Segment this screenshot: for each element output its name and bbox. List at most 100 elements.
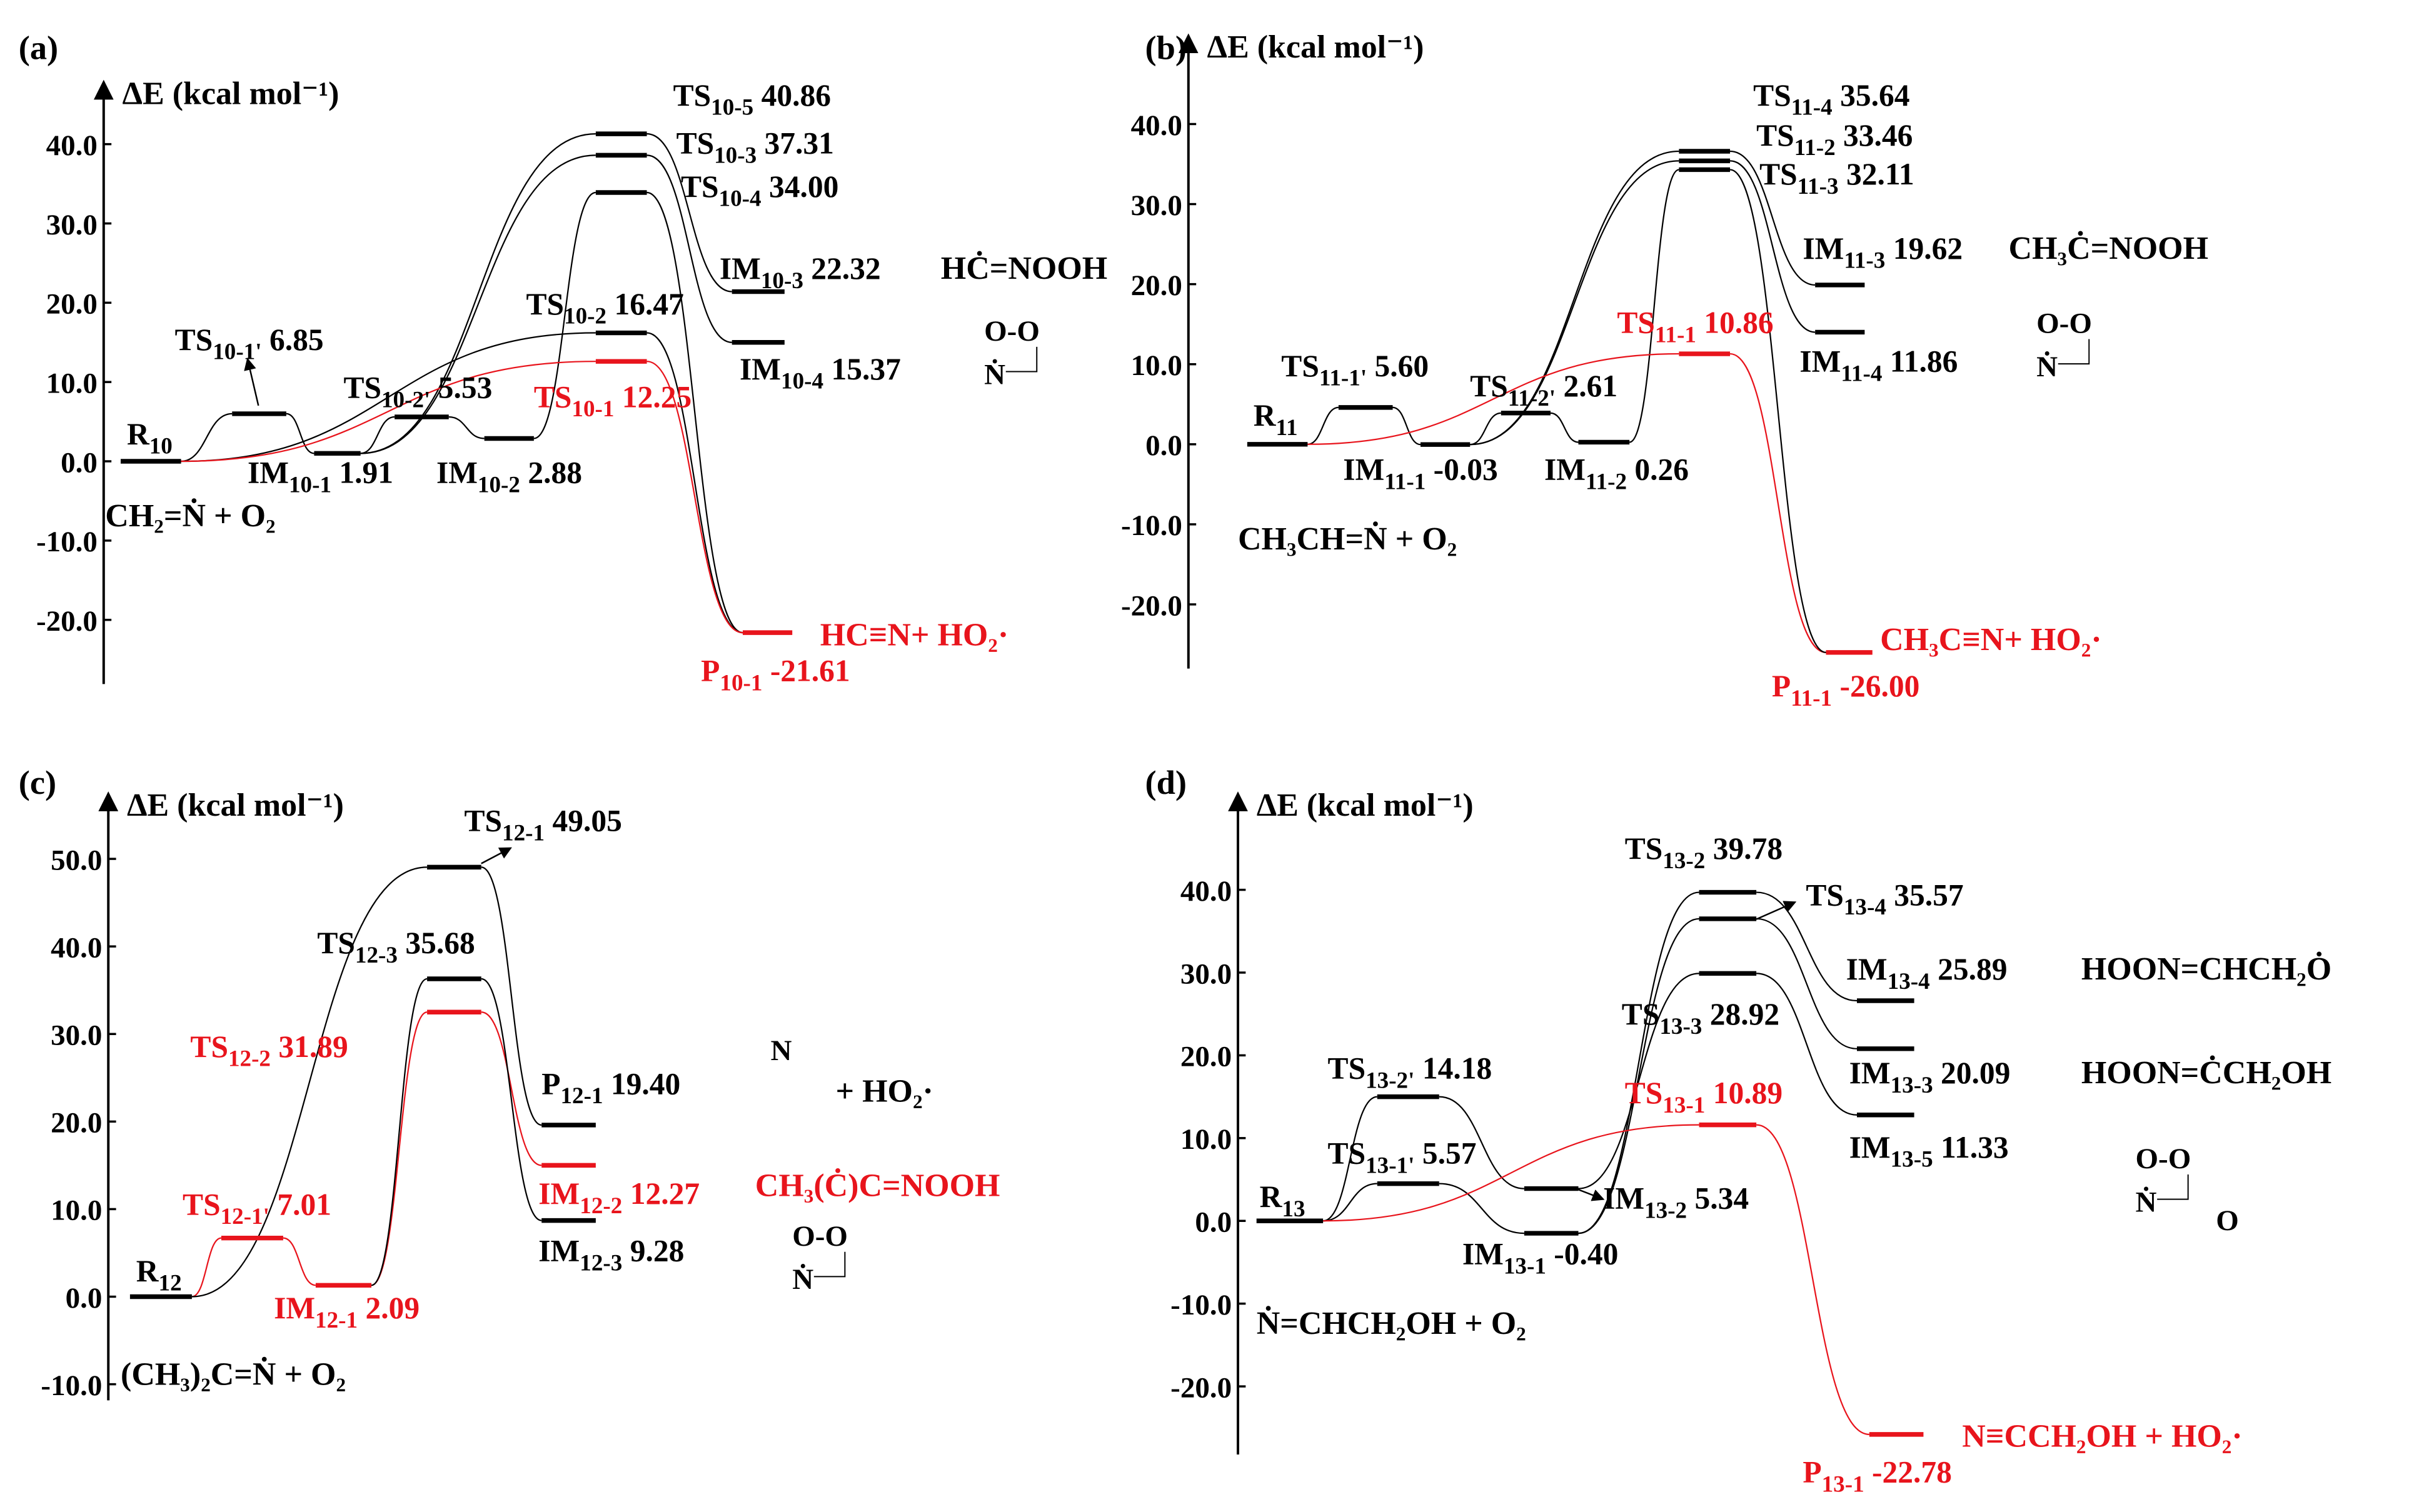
y-tick-label: 0.0 bbox=[1195, 1206, 1232, 1239]
energy-level-label: IM12-1 2.09 bbox=[274, 1291, 420, 1333]
pathway-connector bbox=[646, 191, 743, 634]
panel-d: (d) ΔE (kcal mol⁻¹) 40.0 30.0 20.0 10.0 0.0 -10… bbox=[1145, 763, 2332, 1497]
pathway-connector bbox=[1578, 973, 1699, 1189]
pointer-arrow bbox=[244, 358, 259, 406]
energy-level-label: IM11-1 -0.03 bbox=[1343, 453, 1497, 495]
pathway-connector bbox=[1756, 973, 1858, 1116]
energy-level-label: IM10-3 22.32 bbox=[720, 251, 881, 294]
y-tick-label: 30.0 bbox=[1180, 958, 1232, 990]
pathway-connector bbox=[481, 978, 542, 1221]
pathway-connector bbox=[1730, 160, 1816, 333]
energy-level-label: TS12-1' 7.01 bbox=[183, 1187, 331, 1229]
energy-level-label: IM10-4 15.37 bbox=[740, 352, 901, 394]
pathway-connector bbox=[646, 361, 743, 634]
panel-a: (a)ΔE (kcal mol⁻¹)40.030.020.010.00.0-10… bbox=[19, 29, 1107, 696]
species-label: N≡CCH₂OH + HO₂· bbox=[1962, 1419, 2242, 1454]
energy-level-label: TS13-1' 5.57 bbox=[1328, 1136, 1477, 1179]
y-tick-label: 30.0 bbox=[46, 209, 98, 241]
y-tick-label: 40.0 bbox=[1180, 875, 1232, 908]
y-tick-label: -10.0 bbox=[36, 526, 98, 558]
pathway-connector bbox=[1439, 1096, 1524, 1189]
species-label: CH₂=Ṅ + O₂ bbox=[105, 498, 275, 534]
structure-atoms-top: O-O bbox=[2036, 308, 2092, 340]
energy-level-label: TS13-4 35.57 bbox=[1806, 878, 1963, 920]
y-tick-label: 30.0 bbox=[1131, 189, 1182, 222]
y-tick-label: 40.0 bbox=[1131, 109, 1182, 142]
energy-level-label: TS10-3 37.31 bbox=[676, 126, 834, 168]
ring-structure: O-O Ṅ bbox=[984, 315, 1040, 391]
ring-structure: O-O Ṅ bbox=[2036, 308, 2092, 383]
y-tick-label: -20.0 bbox=[36, 605, 98, 638]
species-label: CH₃Ċ=NOOH bbox=[2009, 230, 2208, 266]
y-tick-label: 20.0 bbox=[1131, 269, 1182, 302]
pathway-connector bbox=[1730, 150, 1816, 286]
pathway-connector bbox=[1323, 1183, 1377, 1222]
pathway-connector bbox=[1629, 169, 1679, 443]
y-axis-title: ΔE (kcal mol⁻¹) bbox=[1257, 788, 1474, 823]
y-tick-label: 50.0 bbox=[51, 844, 102, 876]
pathway-connector bbox=[371, 978, 428, 1286]
energy-level-label: IM13-4 25.89 bbox=[1846, 952, 2008, 994]
species-label: Ṅ=CHCH₂OH + O₂ bbox=[1257, 1306, 1526, 1341]
pathway-connector bbox=[1323, 1124, 1699, 1222]
energy-level-label: IM11-3 19.62 bbox=[1803, 231, 1963, 274]
species-label: HOON=ĊCH₂OH bbox=[2081, 1054, 2331, 1091]
panel-c: (c)ΔE (kcal mol⁻¹)50.040.030.020.010.00.… bbox=[19, 763, 1000, 1402]
energy-level-label: TS13-3 28.92 bbox=[1622, 997, 1779, 1039]
energy-level-label: TS11-1' 5.60 bbox=[1281, 349, 1429, 391]
aziridine-n: N bbox=[771, 1034, 792, 1067]
structure-atom-n: Ṅ bbox=[984, 358, 1005, 391]
pathway-connector bbox=[360, 154, 596, 454]
pathway-connector bbox=[481, 1011, 542, 1166]
energy-level-label: R13 bbox=[1260, 1179, 1305, 1222]
y-axis-title: ΔE (kcal mol⁻¹) bbox=[123, 76, 339, 111]
structure-atom-side: O bbox=[2216, 1204, 2239, 1237]
energy-level-label: IM10-1 1.91 bbox=[248, 456, 393, 498]
energy-level-label: IM13-5 11.33 bbox=[1849, 1130, 2009, 1173]
y-tick-label: 40.0 bbox=[51, 931, 102, 964]
y-tick-label: -10.0 bbox=[1170, 1289, 1232, 1321]
pathway-connector bbox=[533, 191, 596, 439]
pathway-connector bbox=[1307, 406, 1339, 445]
energy-level-label: TS12-2 31.89 bbox=[190, 1029, 348, 1072]
energy-level-label: IM13-3 20.09 bbox=[1849, 1056, 2011, 1098]
panel-letter: (b) bbox=[1145, 29, 1187, 67]
energy-level-label: IM11-2 0.26 bbox=[1544, 453, 1689, 495]
y-tick-label: 20.0 bbox=[1180, 1041, 1232, 1073]
pathway-connector bbox=[1756, 918, 1858, 1049]
energy-level-label: R10 bbox=[127, 417, 173, 459]
y-tick-label: 10.0 bbox=[1180, 1123, 1232, 1156]
pathway-connector bbox=[191, 866, 428, 1298]
ring-structure: O-OṄO bbox=[2136, 1143, 2239, 1237]
energy-level-label: TS10-1 12.25 bbox=[534, 379, 692, 422]
pathway-connector bbox=[448, 416, 485, 439]
species-label: CH₃(Ċ)C=NOOH bbox=[755, 1168, 1000, 1204]
pathway-connector bbox=[1578, 918, 1699, 1234]
structure-bond bbox=[2058, 339, 2090, 365]
panel-letter: (c) bbox=[19, 763, 56, 801]
energy-level-label: R11 bbox=[1254, 398, 1298, 441]
pathway-connector bbox=[481, 866, 542, 1126]
species-label: HC≡N+ HO₂· bbox=[820, 618, 1008, 653]
energy-level-label: TS11-2 33.46 bbox=[1756, 118, 1913, 161]
energy-level-label: P12-1 19.40 bbox=[541, 1066, 680, 1109]
pathway-connector bbox=[646, 332, 743, 634]
pathway-connector bbox=[1439, 1183, 1524, 1234]
species-label: + HO₂· bbox=[836, 1074, 933, 1109]
structure-atom-n: Ṅ bbox=[2036, 351, 2058, 383]
structure-atoms-top: O-O bbox=[984, 315, 1040, 348]
y-tick-label: -20.0 bbox=[1121, 589, 1182, 622]
structure-bond bbox=[813, 1251, 846, 1278]
pathway-connector bbox=[1756, 1124, 1869, 1435]
panel-letter: (d) bbox=[1145, 763, 1187, 801]
pathway-connector bbox=[360, 133, 596, 454]
structure-atom-n: Ṅ bbox=[792, 1263, 813, 1296]
pointer-arrow bbox=[481, 847, 512, 864]
energy-level-label: P10-1 -21.61 bbox=[701, 653, 850, 696]
energy-level-label: TS13-1 10.89 bbox=[1625, 1076, 1783, 1118]
species-label: CH₃CH=Ṅ + O₂ bbox=[1238, 521, 1457, 557]
y-tick-label: 20.0 bbox=[46, 288, 98, 321]
pathway-connector bbox=[1756, 891, 1858, 1002]
energy-level-label: TS10-1' 6.85 bbox=[175, 323, 324, 365]
panel-letter: (a) bbox=[19, 29, 58, 67]
